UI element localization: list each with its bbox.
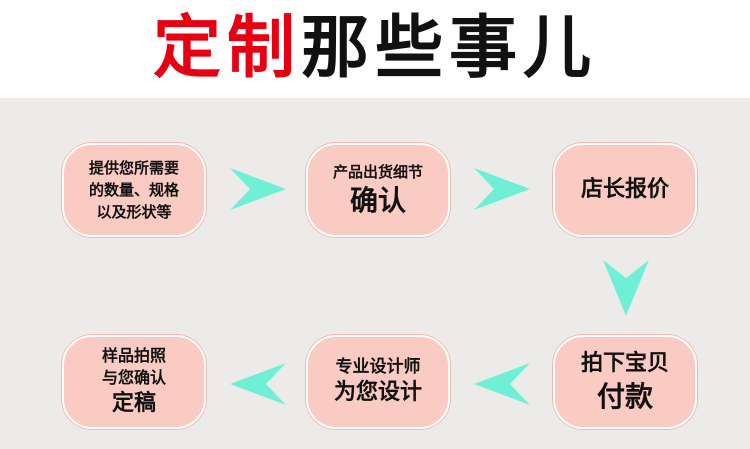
arrow-down-icon	[603, 260, 649, 316]
arrow-right-icon	[474, 168, 530, 210]
step-emphasis: 店长报价	[580, 177, 669, 202]
title-rest: 那些事儿	[301, 9, 598, 88]
step-quote: 店长报价	[553, 143, 697, 237]
step-text: 样品拍照	[101, 346, 166, 365]
arrow-right-icon	[230, 168, 286, 210]
step-text: 以及形状等	[96, 203, 172, 221]
page-title: 定制那些事儿	[0, 0, 750, 98]
step-text: 拍下宝贝	[580, 351, 669, 376]
step-emphasis: 付款	[596, 380, 653, 413]
step-finalize: 样品拍照 与您确认 定稿	[62, 335, 206, 429]
arrow-left-icon	[230, 363, 286, 405]
step-provide-specs: 提供您所需要 的数量、规格 以及形状等	[62, 143, 206, 237]
step-text: 的数量、规格	[88, 181, 179, 199]
step-confirm-details: 产品出货细节 确认	[306, 143, 450, 237]
step-emphasis: 为您设计	[333, 380, 422, 405]
step-emphasis: 定稿	[111, 391, 156, 416]
title-highlight: 定制	[152, 9, 301, 88]
arrow-left-icon	[474, 363, 530, 405]
step-pay: 拍下宝贝 付款	[553, 335, 697, 429]
step-text: 专业设计师	[335, 357, 421, 377]
step-design: 专业设计师 为您设计	[306, 335, 450, 429]
step-text: 产品出货细节	[332, 163, 423, 181]
step-emphasis: 确认	[349, 184, 406, 217]
step-text: 提供您所需要	[88, 159, 179, 177]
step-text: 与您确认	[101, 368, 166, 387]
